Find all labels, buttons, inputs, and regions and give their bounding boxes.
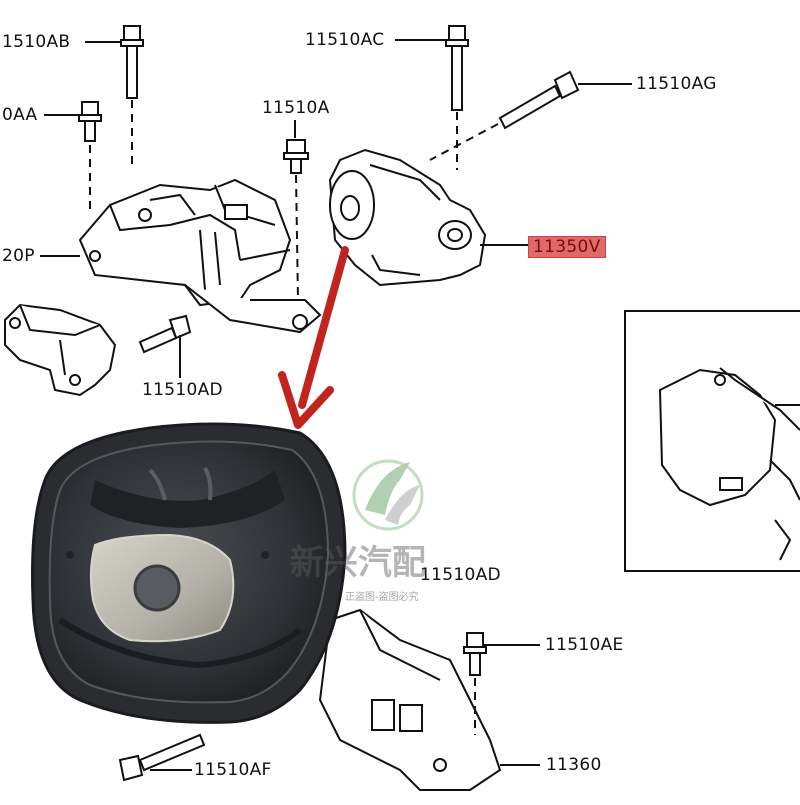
bracket-11360 — [318, 608, 540, 791]
bolt-11510aa — [44, 101, 102, 210]
bolt-11510ab — [85, 25, 144, 165]
inset-box — [624, 310, 800, 572]
label-1510ab: 1510AB — [2, 32, 71, 52]
label-11510ag: 11510AG — [636, 74, 717, 94]
red-arrow — [278, 246, 349, 429]
label-11510ad-mid: 11510AD — [420, 565, 501, 585]
mount-11350v — [328, 148, 530, 287]
label-20p: 20P — [2, 246, 35, 266]
watermark-logo — [352, 459, 424, 531]
small-bracket — [4, 303, 117, 397]
label-11510af: 11510AF — [194, 760, 272, 780]
label-11360: 11360 — [546, 755, 602, 775]
label-0aa: 0AA — [2, 105, 38, 125]
label-11510a: 11510A — [262, 98, 330, 118]
bolt-11510af — [118, 733, 206, 782]
bolt-11510ag — [429, 70, 632, 161]
label-11510ae: 11510AE — [545, 635, 624, 655]
bolt-11510ae — [463, 632, 540, 735]
bracket-11520p — [40, 178, 322, 334]
bolt-11510a — [283, 120, 309, 301]
watermark-subtext: 正盗图-盗图必究 — [345, 592, 419, 603]
label-11510ad-left: 11510AD — [142, 380, 223, 400]
watermark-text: 新兴汽配 — [290, 543, 426, 583]
label-11510ac: 11510AC — [305, 30, 385, 50]
mount-photo — [31, 422, 347, 724]
bolt-11510ac — [395, 25, 469, 170]
label-11350v: 11350V — [528, 236, 606, 258]
bolt-11510ad-left — [138, 314, 192, 378]
